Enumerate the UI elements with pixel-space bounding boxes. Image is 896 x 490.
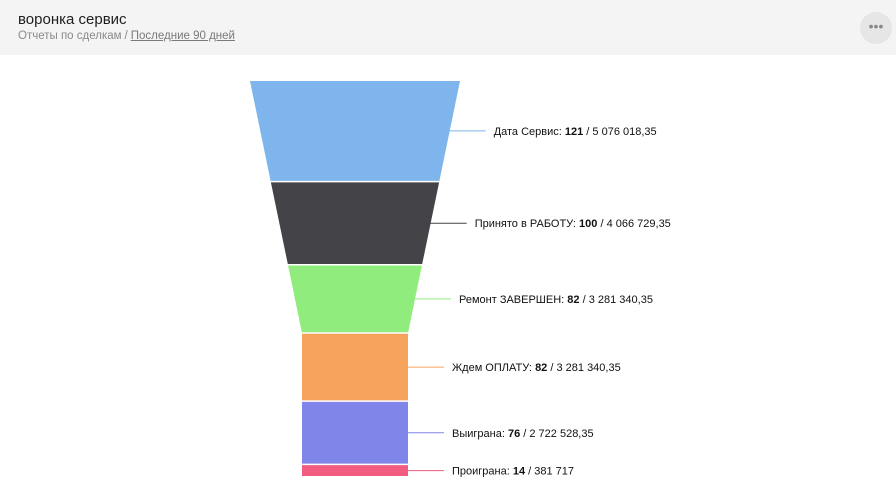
stage-name: Принято в РАБОТУ:: [475, 218, 579, 230]
stage-count: 14: [513, 466, 526, 478]
funnel-segment[interactable]: [302, 333, 408, 401]
breadcrumb-separator: /: [124, 30, 128, 42]
funnel-segment[interactable]: [302, 401, 408, 464]
stage-amount: / 381 717: [525, 466, 574, 478]
stage-name: Дата Сервис:: [494, 126, 565, 138]
stage-amount: / 4 066 729,35: [597, 218, 670, 230]
funnel-segment[interactable]: [270, 182, 440, 264]
stage-amount: / 2 722 528,35: [520, 428, 593, 440]
breadcrumb-reports-link[interactable]: Отчеты по сделкам: [18, 30, 122, 42]
breadcrumb: Отчеты по сделкам/Последние 90 дней: [18, 30, 235, 42]
stage-amount: / 3 281 340,35: [580, 294, 653, 306]
stage-count: 82: [567, 294, 579, 306]
period-selector[interactable]: Последние 90 дней: [130, 30, 235, 42]
more-menu-button[interactable]: •••: [860, 12, 892, 44]
stage-amount: / 5 076 018,35: [583, 126, 656, 138]
stage-count: 82: [535, 362, 547, 374]
funnel-segment[interactable]: [250, 81, 460, 181]
funnel-segment[interactable]: [288, 265, 422, 333]
funnel-data-label: Проиграна: 14 / 381 717: [452, 466, 574, 478]
stage-count: 76: [508, 428, 520, 440]
report-title: воронка сервис: [18, 11, 127, 28]
funnel-segment[interactable]: [302, 465, 408, 476]
more-dots-icon: •••: [868, 18, 884, 34]
report-header: воронка сервис Отчеты по сделкам/Последн…: [0, 0, 896, 55]
funnel-data-label: Ремонт ЗАВЕРШЕН: 82 / 3 281 340,35: [459, 294, 653, 306]
funnel-data-label: Ждем ОПЛАТУ: 82 / 3 281 340,35: [452, 362, 621, 374]
stage-count: 121: [565, 126, 583, 138]
funnel-data-label: Принято в РАБОТУ: 100 / 4 066 729,35: [475, 218, 671, 230]
stage-name: Ремонт ЗАВЕРШЕН:: [459, 294, 567, 306]
stage-name: Выиграна:: [452, 428, 508, 440]
funnel-data-label: Дата Сервис: 121 / 5 076 018,35: [494, 126, 657, 138]
funnel-data-label: Выиграна: 76 / 2 722 528,35: [452, 428, 594, 440]
stage-amount: / 3 281 340,35: [547, 362, 620, 374]
stage-name: Проиграна:: [452, 466, 513, 478]
stage-count: 100: [579, 218, 597, 230]
stage-name: Ждем ОПЛАТУ:: [452, 362, 535, 374]
